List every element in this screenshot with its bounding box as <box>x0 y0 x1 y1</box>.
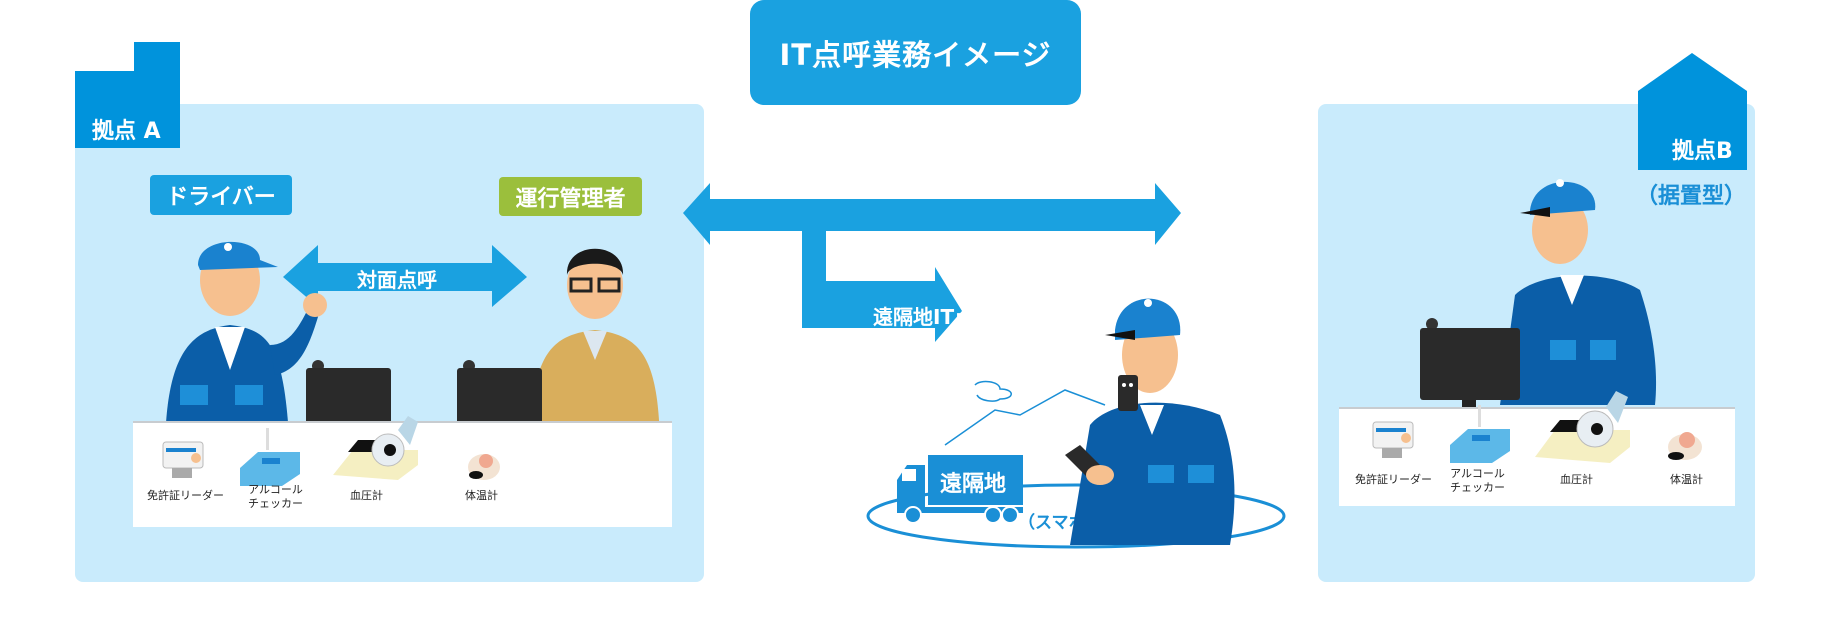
device-label: 体温計 <box>465 489 498 502</box>
ellipse-ground <box>866 483 1286 549</box>
device-label: アルコール チェッカー <box>248 483 303 511</box>
site-a-label: 拠点 A <box>92 119 161 144</box>
house-icon <box>1638 53 1747 170</box>
license-reader-icon <box>1372 421 1414 458</box>
remote-driver-illustration <box>1065 298 1235 545</box>
device-label: 血圧計 <box>350 489 383 502</box>
device-label-line: チェッカー <box>248 497 303 510</box>
device-label-line: アルコール <box>248 483 303 496</box>
license-reader-icon <box>162 441 204 478</box>
driver-label: ドライバー <box>150 175 292 215</box>
device-label: 体温計 <box>1670 473 1703 486</box>
device-label: 免許証リーダー <box>147 489 224 502</box>
remote-it-tenko-label: 遠隔地IT点呼 <box>873 305 995 329</box>
alcohol-checker-icon <box>240 428 300 486</box>
it-tenko-label: IT点呼 <box>1226 207 1288 231</box>
manager-label: 運行管理者 <box>499 177 642 216</box>
driver-b-illustration <box>1500 179 1657 405</box>
device-label-line: チェッカー <box>1450 481 1505 494</box>
stationary-type-label: （据置型） <box>1636 184 1747 209</box>
alcohol-checker-icon <box>1450 405 1510 463</box>
device-label: 免許証リーダー <box>1355 473 1432 486</box>
thermometer-icon <box>1668 432 1702 460</box>
device-label: アルコール チェッカー <box>1450 467 1505 495</box>
site-b-label: 拠点B <box>1672 139 1733 164</box>
blood-pressure-monitor-icon <box>333 416 418 480</box>
it-tenko-arrow-icon <box>683 183 1181 342</box>
double-arrow-icon <box>283 245 527 307</box>
truck-icon <box>897 455 1023 524</box>
face-to-face-label: 対面点呼 <box>357 268 437 292</box>
device-label-line: アルコール <box>1450 467 1505 480</box>
page-title: IT点呼業務イメージ <box>750 0 1081 105</box>
remote-label: 遠隔地 <box>940 472 1007 497</box>
mountains-icon <box>944 380 1106 446</box>
building-icon <box>75 42 180 148</box>
blood-pressure-monitor-icon <box>1535 391 1630 463</box>
device-label: 血圧計 <box>1560 473 1593 486</box>
thermometer-icon <box>468 454 500 480</box>
